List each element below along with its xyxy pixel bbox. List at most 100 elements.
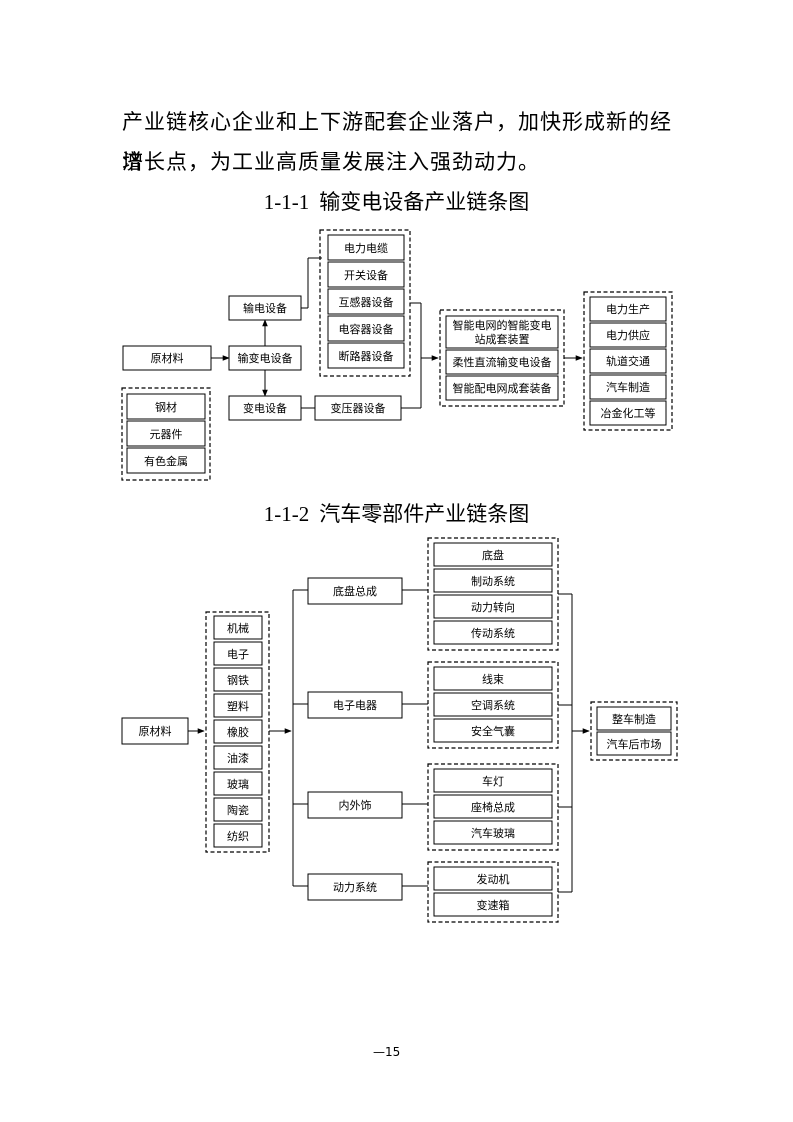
part-label: 座椅总成 [471,800,515,814]
material-box [213,667,263,692]
output-label: 汽车后市场 [607,737,662,751]
group-box-chassis [307,577,403,605]
material-label: 有色金属 [144,454,188,468]
equipment-box [327,342,405,369]
material-label: 油漆 [227,751,249,765]
material-label: 陶瓷 [227,803,249,817]
raw-material-label: 原材料 [151,351,184,365]
equipment-label: 互感器设备 [339,295,394,309]
part-box [433,542,553,567]
material-box [213,719,263,744]
material-box [126,420,206,447]
part-box [433,568,553,593]
output-label: 整车制造 [612,712,656,726]
substation-label: 变电设备 [243,401,287,415]
material-label: 电子 [227,648,249,661]
material-label: 玻璃 [227,777,249,791]
smart-grid-box [445,349,559,375]
part-label: 线束 [482,672,504,686]
application-label: 电力生产 [606,302,650,316]
transmission-box [228,295,302,321]
transmission-label: 输电设备 [243,301,287,315]
application-label: 轨道交通 [606,354,650,368]
equipment-box [327,288,405,315]
output-box [596,731,672,756]
equipment-box [327,315,405,342]
part-label: 底盘 [482,548,504,562]
material-box [213,745,263,770]
part-box [433,692,553,717]
smart-grid-box [445,315,559,349]
part-label: 动力转向 [471,600,515,614]
equipment-label: 电力电缆 [344,242,388,255]
materials-group [121,387,211,481]
smart-grid-label: 智能配电网成套装备 [453,381,552,395]
group-box-interior [307,791,403,819]
material-label: 塑料 [227,699,249,713]
material-label: 钢铁 [227,674,249,687]
equipment-box [327,261,405,288]
raw-material-box [122,345,212,371]
part-box [433,794,553,819]
material-box [213,641,263,666]
part-box [433,820,553,845]
part-label: 汽车玻璃 [471,826,515,840]
application-box [589,322,667,348]
smart-grid-label: 柔性直流输变电设备 [453,355,552,369]
material-box [213,823,263,848]
figure-1-diagram: 原材料 钢材 元器件 有色金属 输变电设备 输电设备 变电设备 变压器设备 电力… [121,229,673,481]
group-box-powertrain [307,873,403,901]
material-label: 元器件 [150,428,183,441]
page-number: —15 [373,1045,401,1059]
material-label: 机械 [227,621,249,635]
material-box [213,771,263,796]
materials-group [205,611,270,853]
equipment-box [327,234,405,261]
application-box [589,374,667,400]
part-label: 安全气囊 [471,724,515,738]
part-label: 空调系统 [471,698,515,712]
smart-grid-label-a: 智能电网的智能变电 [453,318,552,332]
smart-grid-box [445,375,559,401]
output-box [596,706,672,731]
group-label: 底盘总成 [333,584,377,598]
hub-label: 输变电设备 [238,351,293,365]
part-box [433,768,553,793]
part-label: 发动机 [477,872,510,886]
body-text-line-1: 产业链核心企业和上下游配套企业落户，加快形成新的经济 [122,110,672,174]
part-box [433,666,553,691]
material-label: 钢材 [155,400,177,414]
material-box [213,693,263,718]
group-label: 电子电器 [333,699,377,712]
transformer-box [314,395,402,421]
group-box-electronics [307,691,403,719]
figure-2-number: 1-1-2 [263,502,310,526]
material-box [126,393,206,420]
application-box [589,400,667,426]
hub-box [228,345,302,371]
figure-1-caption: 输变电设备产业链条图 [319,190,530,214]
application-box [589,348,667,374]
application-label: 汽车制造 [606,380,650,394]
applications-group [583,291,673,431]
part-label: 制动系统 [471,575,515,588]
part-label: 变速箱 [477,898,510,912]
part-label: 车灯 [482,774,504,788]
body-text-line-2: 增长点，为工业高质量发展注入强劲动力。 [122,150,540,174]
application-label: 冶金化工等 [601,406,656,420]
material-box [213,797,263,822]
group-label: 动力系统 [333,881,377,894]
part-box [433,594,553,619]
part-box [433,866,553,891]
material-box [126,447,206,474]
equipment-label: 电容器设备 [339,322,394,336]
part-label: 传动系统 [471,627,515,640]
smart-grid-label-b: 站成套装置 [475,332,530,346]
outputs-group [590,701,678,761]
raw-material-box [121,717,189,745]
group-label: 内外饰 [339,798,372,812]
part-box [433,620,553,645]
figure-1-number: 1-1-1 [263,190,310,214]
equipment-label: 断路器设备 [339,349,394,363]
